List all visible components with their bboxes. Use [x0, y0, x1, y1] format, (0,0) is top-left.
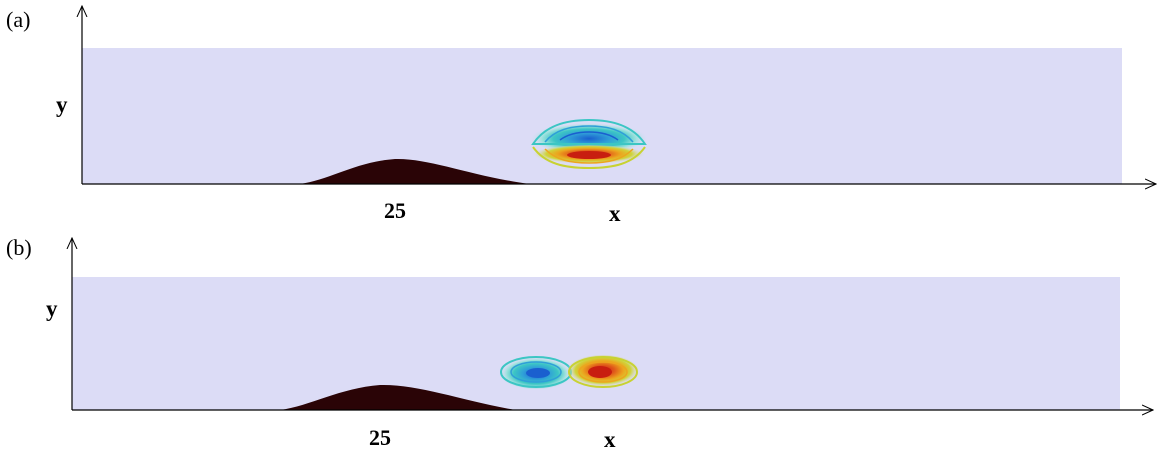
panel-a-x-tick: 25 [384, 198, 406, 223]
panel-a-label: (a) [6, 7, 30, 32]
panel-b-bump [280, 384, 515, 410]
panel-b-x-label: x [604, 427, 616, 452]
panel-b-x-tick: 25 [369, 425, 391, 450]
panel-b-label: (b) [6, 235, 32, 260]
panel-b-y-label: y [46, 296, 58, 321]
panel-a: (a) y 25 x [6, 6, 1156, 226]
panel-a-x-label: x [609, 201, 621, 226]
panel-b-negative-lobe [499, 355, 573, 389]
panel-b-domain [72, 277, 1120, 410]
panel-a-y-label: y [56, 92, 68, 117]
panel-b: (b) y 25 x [6, 235, 1153, 452]
panel-b-positive-lobe [566, 355, 640, 389]
panel-a-bump [300, 158, 530, 184]
panel-a-negative-lobe [530, 118, 648, 153]
panel-a-positive-lobe [532, 145, 646, 170]
